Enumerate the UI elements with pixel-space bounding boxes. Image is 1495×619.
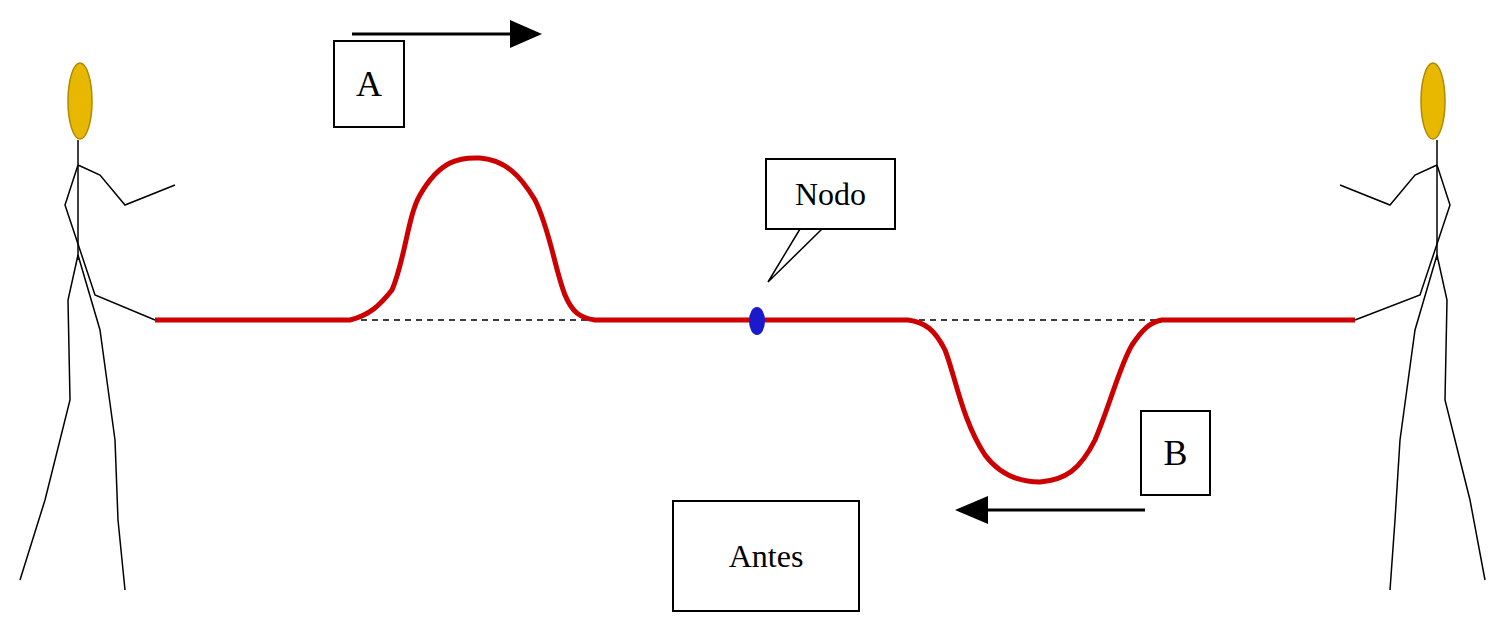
- arrow-head: [955, 496, 988, 524]
- text-box: Antes: [672, 500, 860, 612]
- direction-arrow: [985, 509, 1145, 512]
- rope: [155, 158, 1355, 482]
- baseline: [350, 319, 592, 321]
- box-label: A: [356, 63, 382, 105]
- text-box: A: [333, 40, 405, 128]
- callout-tail: [768, 229, 822, 282]
- text-box: Nodo: [765, 158, 896, 230]
- box-label: Antes: [729, 538, 804, 575]
- node-dot: [749, 307, 765, 335]
- stick-figure: [20, 63, 175, 590]
- direction-arrow: [352, 33, 515, 36]
- stick-figure: [1340, 63, 1485, 590]
- baseline: [908, 319, 1162, 321]
- box-label: Nodo: [795, 176, 866, 213]
- box-label: B: [1163, 432, 1187, 474]
- text-box: B: [1140, 410, 1211, 496]
- arrow-head: [510, 20, 542, 48]
